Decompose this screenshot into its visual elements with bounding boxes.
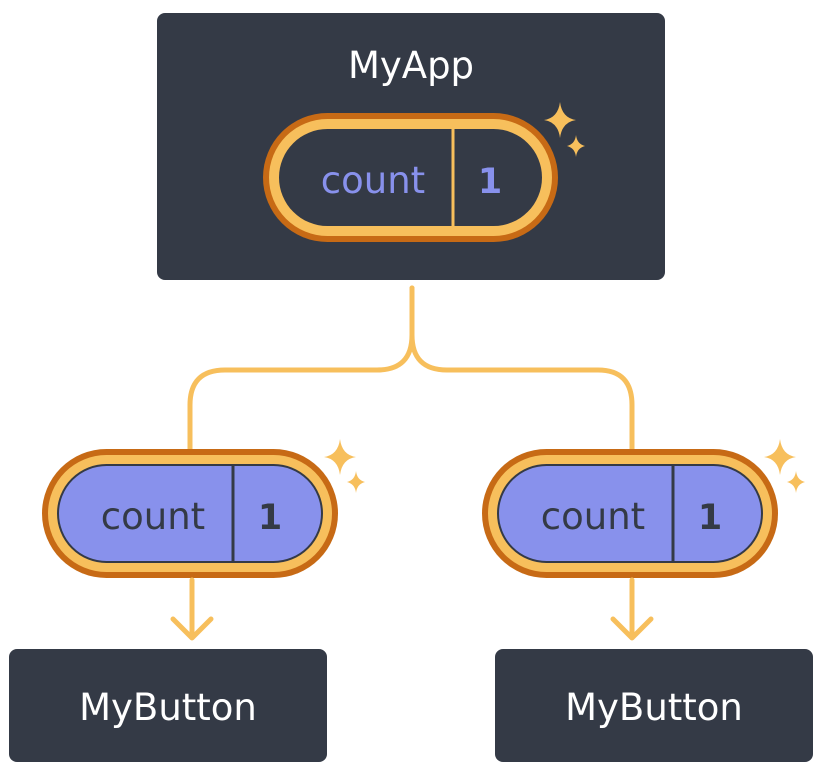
sparkle-icon [764, 439, 805, 493]
right-prop-key: count [541, 495, 645, 538]
left-mybutton-label: MyButton [79, 686, 257, 729]
myapp-state-value: 1 [478, 162, 502, 202]
right-prop-pill: count 1 [482, 449, 778, 578]
connector-to-right-child [409, 285, 635, 455]
sparkle-icon [324, 439, 365, 493]
right-prop-value: 1 [698, 498, 722, 538]
myapp-label: MyApp [348, 44, 474, 87]
arrow-down-icon [610, 577, 654, 641]
right-mybutton-box: MyButton [495, 649, 813, 762]
myapp-state-key: count [321, 159, 425, 202]
sparkle-icon [544, 102, 585, 157]
left-prop-pill: count 1 [42, 449, 338, 578]
left-mybutton-box: MyButton [9, 649, 327, 762]
arrow-down-icon [170, 577, 214, 641]
right-mybutton-label: MyButton [565, 686, 743, 729]
connector-to-left-child [187, 285, 415, 455]
left-prop-key: count [101, 495, 205, 538]
left-prop-value: 1 [258, 498, 282, 538]
myapp-state-pill: count 1 [263, 113, 558, 242]
